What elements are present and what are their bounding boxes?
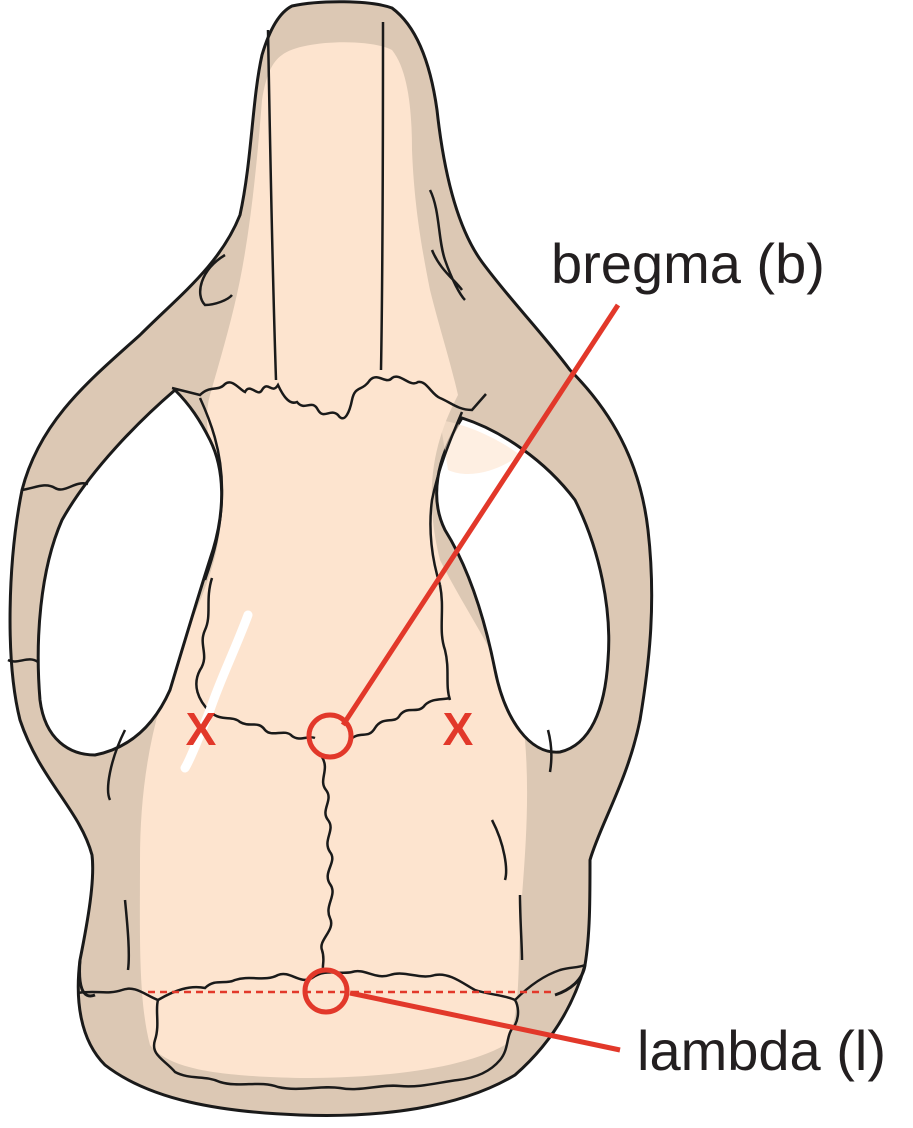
right-lower-curve bbox=[490, 819, 508, 881]
interparietal-outline bbox=[152, 999, 520, 1091]
right-arch-highlight bbox=[440, 420, 520, 475]
bregma-leader-line bbox=[340, 303, 621, 727]
right-lower-line bbox=[518, 894, 524, 961]
right-occipital-suture bbox=[514, 963, 586, 1001]
frontal-bone-right-outline bbox=[438, 584, 452, 701]
left-nasal-curve bbox=[198, 253, 233, 307]
right-nasal-curve bbox=[428, 189, 466, 301]
nasal-suture-right bbox=[379, 21, 385, 371]
coronal-suture bbox=[209, 696, 451, 741]
skull-inner-region bbox=[139, 42, 528, 1079]
sagittal-suture bbox=[320, 756, 334, 973]
left-arch-suture bbox=[7, 658, 39, 664]
bone-highlight bbox=[180, 610, 253, 773]
lambda-label: lambda (l) bbox=[637, 1019, 886, 1082]
mark-right: X bbox=[443, 703, 474, 755]
frontonasal-suture bbox=[171, 375, 487, 420]
left-temporal-line bbox=[106, 729, 127, 801]
nasal-suture-left bbox=[266, 29, 278, 381]
bregma-label: bregma (b) bbox=[551, 232, 825, 295]
bregma-marker bbox=[306, 712, 354, 760]
frontal-bone-left-outline bbox=[195, 577, 214, 713]
lambda-leader-line bbox=[349, 990, 621, 1053]
right-temporal-line bbox=[546, 729, 553, 773]
frontal-right-edge bbox=[429, 411, 464, 586]
left-lower-line bbox=[123, 899, 131, 971]
lambda-marker bbox=[302, 967, 350, 1015]
frontal-left-edge bbox=[198, 397, 224, 581]
left-occipital-suture bbox=[77, 987, 159, 1002]
right-orbit-opening bbox=[435, 416, 611, 754]
left-zygomatic-suture bbox=[21, 482, 89, 492]
mark-left: X bbox=[186, 703, 217, 755]
lower-skull-edge bbox=[78, 959, 587, 998]
